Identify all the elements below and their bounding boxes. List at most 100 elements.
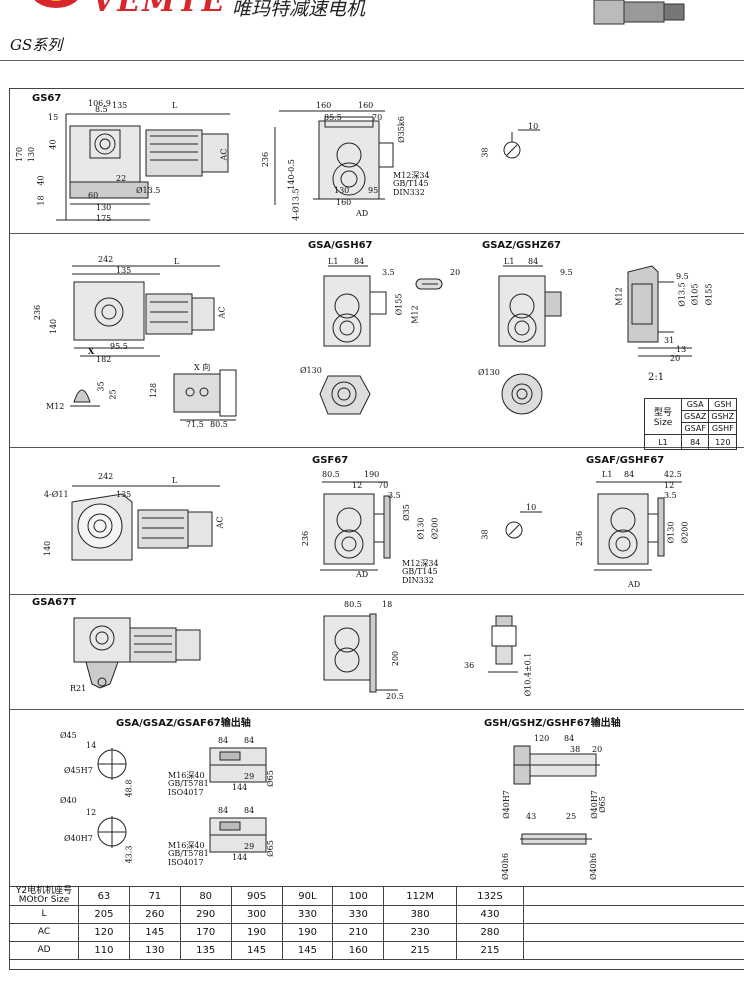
dim-label: Ø105	[690, 283, 700, 306]
shaft-key-section-icon	[492, 504, 552, 548]
dim-label: 140-0.5	[286, 159, 296, 190]
dim-label: 236	[301, 530, 311, 547]
dim-label: 18	[382, 600, 393, 609]
dim-label: 170	[15, 146, 25, 163]
dim-label: 182	[96, 355, 112, 364]
dim-label: GB/T145	[393, 179, 429, 188]
table-row-label: AD	[9, 941, 79, 960]
dim-label: ISO4017	[168, 788, 204, 797]
dim-label: 38	[570, 745, 581, 754]
key-section-detail-drawing	[70, 374, 120, 414]
table-cell: 210	[332, 923, 385, 942]
section-title-output-shaft-gsa: GSA/GSAZ/GSAF67输出轴	[116, 718, 251, 729]
dim-label: GB/T5781	[168, 849, 209, 858]
dim-label: Ø155	[394, 293, 404, 316]
table-cell: 130	[128, 941, 181, 960]
table-cell-blank	[523, 905, 744, 924]
section-divider	[9, 447, 744, 448]
table-cell: 215	[455, 941, 525, 960]
page-header: VEMTE 唯玛特减速电机 GS系列	[0, 0, 744, 62]
dim-label: 135	[112, 101, 128, 110]
dim-label: 71.5	[186, 420, 204, 429]
dim-label: 12	[664, 481, 675, 490]
dim-label: GB/T5781	[168, 779, 209, 788]
table-cell: 380	[383, 905, 457, 924]
gsf-side-view-drawing	[52, 482, 232, 572]
dim-label: 242	[98, 472, 114, 481]
dim-label: 29	[244, 842, 255, 851]
section-title-gsaz-gshz67: GSAZ/GSHZ67	[482, 240, 561, 251]
dim-label: Ø10.4±0.1	[523, 652, 533, 697]
dim-label: Ø40H7	[501, 790, 511, 819]
dim-label: 40	[36, 175, 46, 186]
dim-label: 130	[334, 186, 350, 195]
dim-label: 140	[49, 318, 59, 335]
size-table-cell: 120	[708, 434, 738, 450]
gsa-front-view-drawing	[318, 262, 398, 348]
dim-label: 95.5	[110, 342, 128, 351]
dim-label: 43.3	[124, 845, 134, 864]
view-marker-x: X	[88, 346, 95, 356]
dim-label: Ø40h6	[588, 853, 598, 880]
section-title-gsf67: GSF67	[312, 455, 349, 466]
dim-label: 236	[575, 530, 585, 547]
size-table-cell: GSHZ	[708, 410, 738, 423]
dim-label: M16深40	[168, 841, 205, 850]
dim-label: Ø65	[265, 770, 275, 787]
dim-label: M12	[46, 402, 65, 411]
dim-label: M12深34	[393, 171, 430, 180]
dim-label: 128	[149, 382, 159, 399]
dim-label: AC	[219, 148, 229, 161]
dim-label: 160	[336, 198, 352, 207]
gsa67t-front-view-drawing	[318, 604, 398, 696]
dim-label: 84	[354, 257, 365, 266]
dim-label: Ø130	[478, 368, 500, 377]
dim-label: 84	[564, 734, 575, 743]
gs67-side-view-drawing	[30, 100, 250, 230]
hollow-shaft-section-drawing	[510, 742, 610, 790]
gsaz-front-view-drawing	[493, 262, 573, 348]
dim-label: 25	[108, 389, 118, 400]
dim-label: 70	[372, 113, 383, 122]
dim-label: Ø130	[300, 366, 322, 375]
dim-label: 31	[664, 336, 675, 345]
gsf-front-view-drawing	[318, 478, 418, 574]
dim-label: 84	[218, 806, 229, 815]
dim-label: 80.5	[344, 600, 362, 609]
dim-label: 140	[43, 540, 53, 557]
dim-label: R21	[70, 684, 87, 693]
dim-label: 48.8	[124, 779, 134, 798]
dim-label: L	[172, 476, 178, 485]
flange-pcd-drawing	[318, 372, 374, 420]
dim-label: 20	[592, 745, 603, 754]
table-cell-blank	[523, 923, 744, 942]
dim-label: 38	[480, 529, 490, 540]
gearmotor-thumbnail-icon	[592, 0, 688, 32]
table-row: AC 120 145 170 190 190 210 230 280	[9, 923, 744, 942]
gsaf-front-view-drawing	[592, 478, 692, 574]
dim-label: 3.5	[388, 491, 401, 500]
dim-label: 130	[27, 146, 37, 163]
drawing-frame	[9, 88, 744, 970]
table-cell: 135	[179, 941, 232, 960]
dim-label: L	[174, 257, 180, 266]
size-table-cell: GSAF	[680, 422, 710, 435]
table-row-label: L	[9, 905, 79, 924]
table-cell: 145	[128, 923, 181, 942]
dim-label: 42.5	[664, 470, 682, 479]
table-cell: 430	[455, 905, 525, 924]
dim-label: 120	[534, 734, 550, 743]
dim-label: 200	[391, 650, 401, 667]
dim-label: 22	[116, 174, 127, 183]
table-cell: 63	[78, 886, 130, 906]
dim-label: 10	[526, 503, 537, 512]
dim-label: 29	[244, 772, 255, 781]
dim-label: 43	[526, 812, 537, 821]
dim-label: 85.5	[324, 113, 342, 122]
section-title-gsaf-gshf67: GSAF/GSHF67	[586, 455, 665, 466]
dim-label: 144	[232, 853, 248, 862]
dim-label: Ø155	[704, 283, 714, 306]
dim-label: 242	[98, 255, 114, 264]
table-cell: 112M	[383, 886, 457, 906]
